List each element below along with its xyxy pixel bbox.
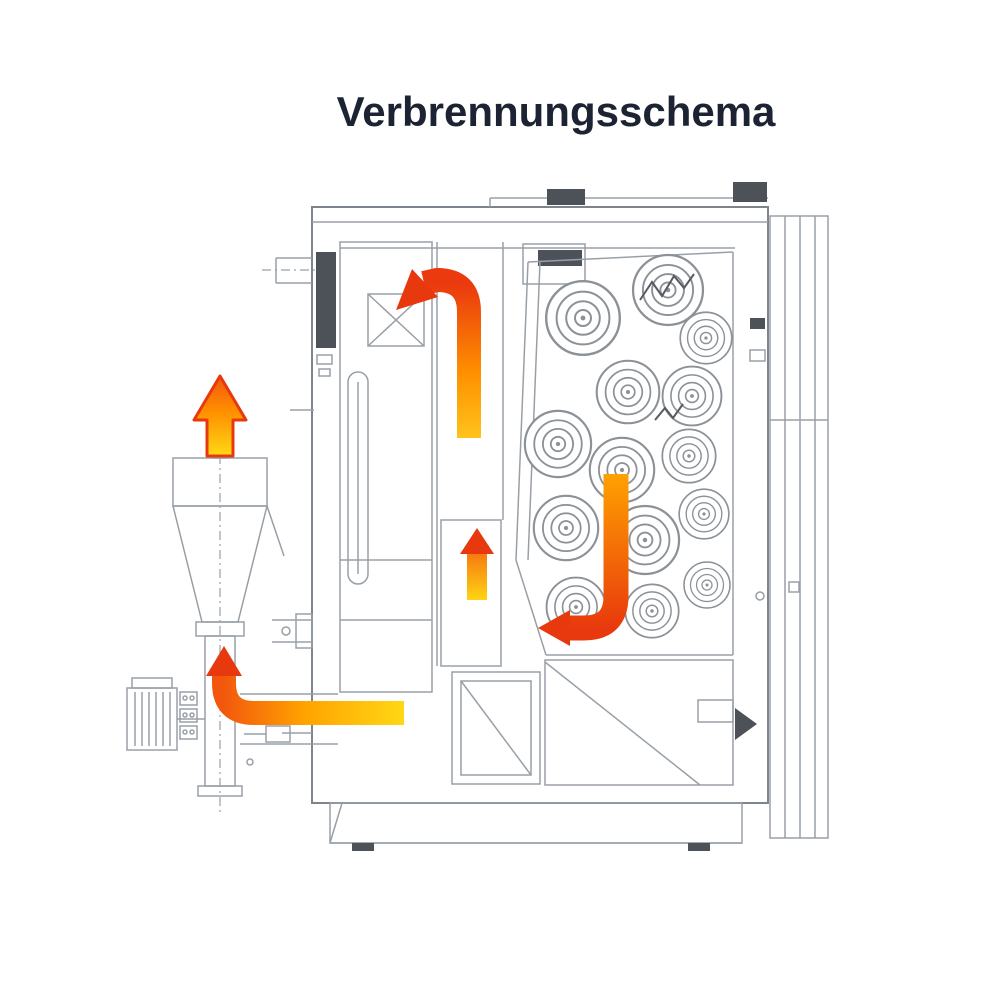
wood-log-ends	[523, 253, 733, 639]
combustion-gas-arrow-right-icon	[538, 474, 629, 646]
flue-gas-arrow-top-icon	[396, 267, 481, 438]
secondary-air-arrow-icon	[460, 528, 494, 600]
exhaust-flame-arrow-icon	[192, 374, 248, 458]
flow-arrows	[192, 267, 629, 725]
feed-flow-arrow-bottom-icon	[206, 646, 404, 725]
feed-auger-motor	[126, 677, 338, 766]
boiler-body-drawing	[262, 182, 829, 851]
pellet-hopper	[172, 398, 285, 812]
diagram-title: Verbrennungsschema	[337, 88, 776, 135]
